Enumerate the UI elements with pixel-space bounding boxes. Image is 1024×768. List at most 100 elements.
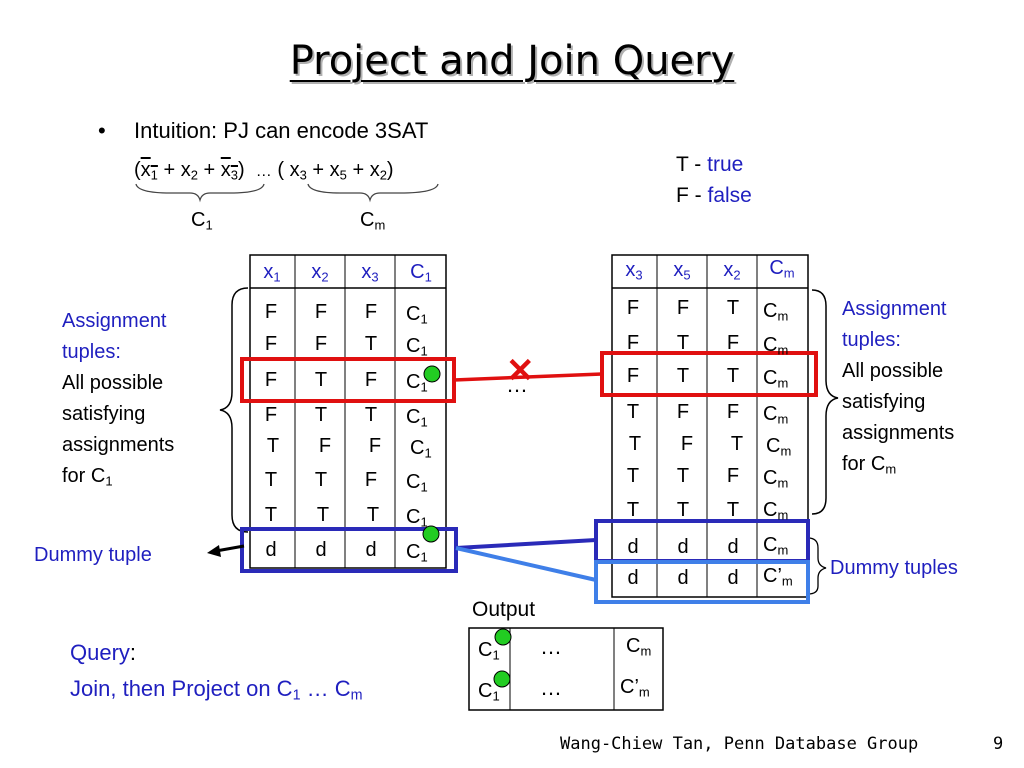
table-cell: d [727,536,739,558]
dummy-tuples-label: Dummy tuples [830,557,958,579]
table-cell: T [364,333,378,355]
table-cell: d [627,536,639,558]
table-cell: C1 [406,371,428,395]
note-line: for C1 [62,465,113,489]
table-cell: C1 [410,437,432,461]
table-cell: C1 [406,506,428,530]
table-cell: T [626,499,640,521]
cross-mark: ✕ [506,352,535,390]
table-cell: F [264,333,278,355]
formula: (x1 + x2 + x3) … ( x3 + x5 + x2) [134,159,394,183]
table-cell: d [627,567,639,589]
table-cell: T [730,433,744,455]
header-cell: x3 [625,259,643,283]
table-cell: Cm [763,403,789,427]
output-cell: Cm [626,635,652,659]
left-note: Assignment tuples: All possible satisfyi… [62,306,174,492]
table-cell: d [365,539,377,561]
right-table-border [611,254,809,598]
table-cell: C1 [406,303,428,327]
middle-ellipsis: … [506,372,528,397]
table-cell: d [265,539,277,561]
dummy-arrow-head [207,545,221,557]
match-dot [422,525,440,543]
dummy-tuple-label: Dummy tuple [34,544,152,566]
legend-true: T - true [676,153,744,176]
table-cell: F [364,369,378,391]
table-cell: Cm [763,534,789,558]
table-cell: F [680,433,694,455]
formula-term: x1 [140,159,158,183]
table-cell: T [316,504,330,526]
table-cell: F [364,301,378,323]
right-note: Assignment tuples: All possible satisfyi… [842,294,954,480]
note-line: for Cm [842,453,897,477]
left-table-border [249,254,447,569]
table-cell: F [726,465,740,487]
table-cell: T [676,365,690,387]
table-cell: F [676,401,690,423]
table-cell: F [364,469,378,491]
note-line: Assignment [62,310,167,332]
output-label: Output [472,598,536,621]
dummy-tuples-brace [807,537,827,595]
table-cell: T [314,404,328,426]
table-cell: F [264,301,278,323]
table-cell: T [264,504,278,526]
clause1-label: C1 [191,209,213,233]
header-cell: x2 [723,259,741,283]
table-cell: T [676,465,690,487]
table-cell: F [368,435,382,457]
note-line: tuples: [62,341,121,363]
header-cell: C1 [410,261,432,285]
clause1-brace [135,183,265,203]
table-cell: T [676,332,690,354]
table-cell: F [264,404,278,426]
output-cell: … [540,634,562,659]
table-cell: F [726,332,740,354]
table-cell: Cm [763,499,789,523]
note-line: Assignment [842,298,947,320]
table-cell: T [726,365,740,387]
table-cell: d [727,567,739,589]
output-cell: C’m [620,676,650,700]
table-cell: T [676,499,690,521]
dummy-arrow-line [215,544,245,553]
table-cell: C1 [406,335,428,359]
note-line: assignments [62,434,175,456]
legend-false: F - false [676,184,752,207]
table-cell: C’m [763,565,793,589]
join-connector-red [453,372,603,382]
formula-term: x2 [180,159,198,183]
dummy-connector-dark [455,538,597,550]
match-dot [423,365,441,383]
table-cell: F [626,297,640,319]
output-cell: … [540,675,562,700]
table-cell: F [626,332,640,354]
table-cell: T [314,469,328,491]
header-cell: Cm [769,257,795,281]
bullet-text: Intuition: PJ can encode 3SAT [134,118,429,143]
formula-term: x5 [329,159,347,183]
match-dot [494,628,512,646]
note-line: All possible [62,372,164,394]
table-cell: T [726,297,740,319]
table-cell: Cm [766,435,792,459]
note-line: satisfying [62,403,146,425]
clause2-brace [307,183,439,203]
note-line: satisfying [842,391,926,413]
table-cell: T [264,469,278,491]
table-cell: T [726,499,740,521]
output-cell: C1 [478,639,500,663]
clause-braces [135,183,439,203]
table-cell: T [364,404,378,426]
header-cell: x5 [673,259,691,283]
note-line: assignments [842,422,955,444]
clausem-label: Cm [360,209,386,233]
table-cell: F [626,365,640,387]
table-cell: Cm [763,300,789,324]
output-table-border [468,627,664,711]
table-cell: F [676,297,690,319]
table-cell: T [314,369,328,391]
